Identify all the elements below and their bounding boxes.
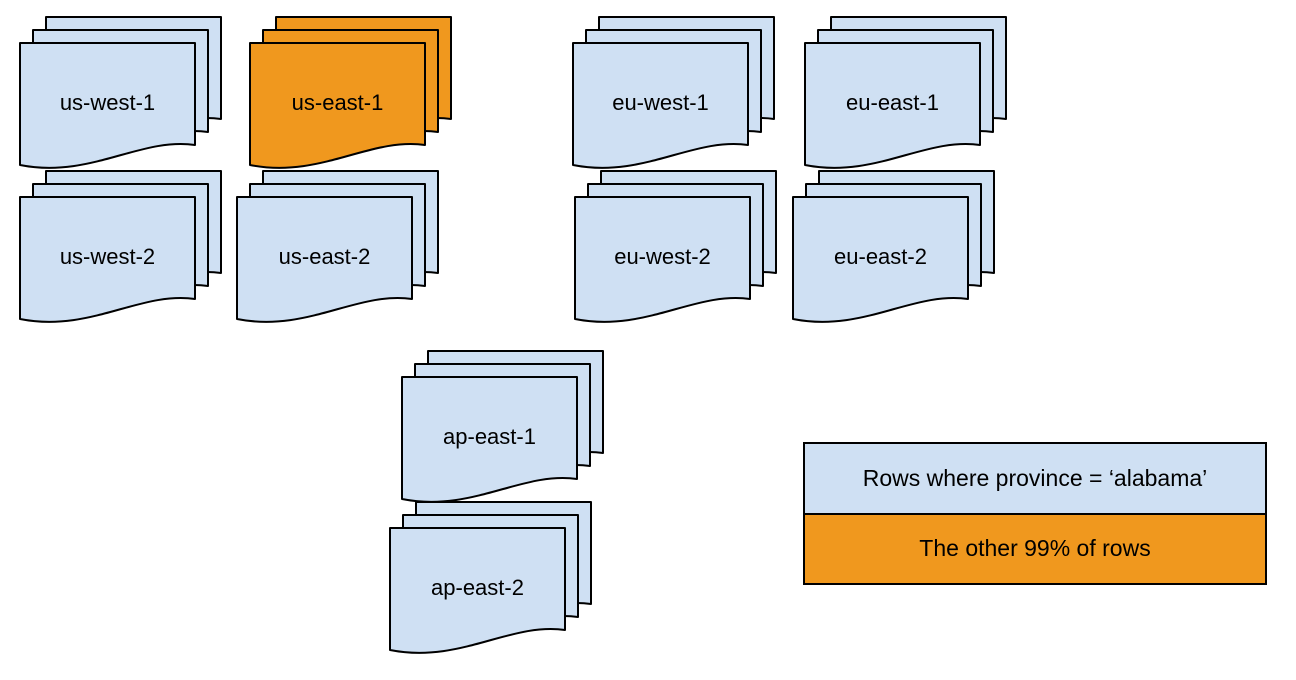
legend-item-alabama-rows: Rows where province = ‘alabama’ bbox=[805, 444, 1265, 513]
region-stack-eu-west-2: eu-west-2 bbox=[574, 170, 777, 326]
document-stack-icon bbox=[389, 501, 592, 654]
document-stack-icon bbox=[401, 350, 604, 503]
region-stack-eu-west-1: eu-west-1 bbox=[572, 16, 775, 172]
region-stack-ap-east-1: ap-east-1 bbox=[401, 350, 604, 506]
document-stack-icon bbox=[574, 170, 777, 323]
region-stack-us-west-2: us-west-2 bbox=[19, 170, 222, 326]
region-stack-us-east-1: us-east-1 bbox=[249, 16, 452, 172]
document-stack-icon bbox=[572, 16, 775, 169]
document-stack-icon bbox=[249, 16, 452, 169]
document-stack-icon bbox=[19, 16, 222, 169]
document-stack-icon bbox=[19, 170, 222, 323]
region-stack-eu-east-1: eu-east-1 bbox=[804, 16, 1007, 172]
region-stack-us-east-2: us-east-2 bbox=[236, 170, 439, 326]
document-stack-icon bbox=[804, 16, 1007, 169]
region-stack-ap-east-2: ap-east-2 bbox=[389, 501, 592, 657]
region-stack-eu-east-2: eu-east-2 bbox=[792, 170, 995, 326]
document-stack-icon bbox=[792, 170, 995, 323]
document-stack-icon bbox=[236, 170, 439, 323]
legend: Rows where province = ‘alabama’ The othe… bbox=[803, 442, 1267, 585]
legend-item-other-rows: The other 99% of rows bbox=[805, 512, 1265, 583]
region-stack-us-west-1: us-west-1 bbox=[19, 16, 222, 172]
